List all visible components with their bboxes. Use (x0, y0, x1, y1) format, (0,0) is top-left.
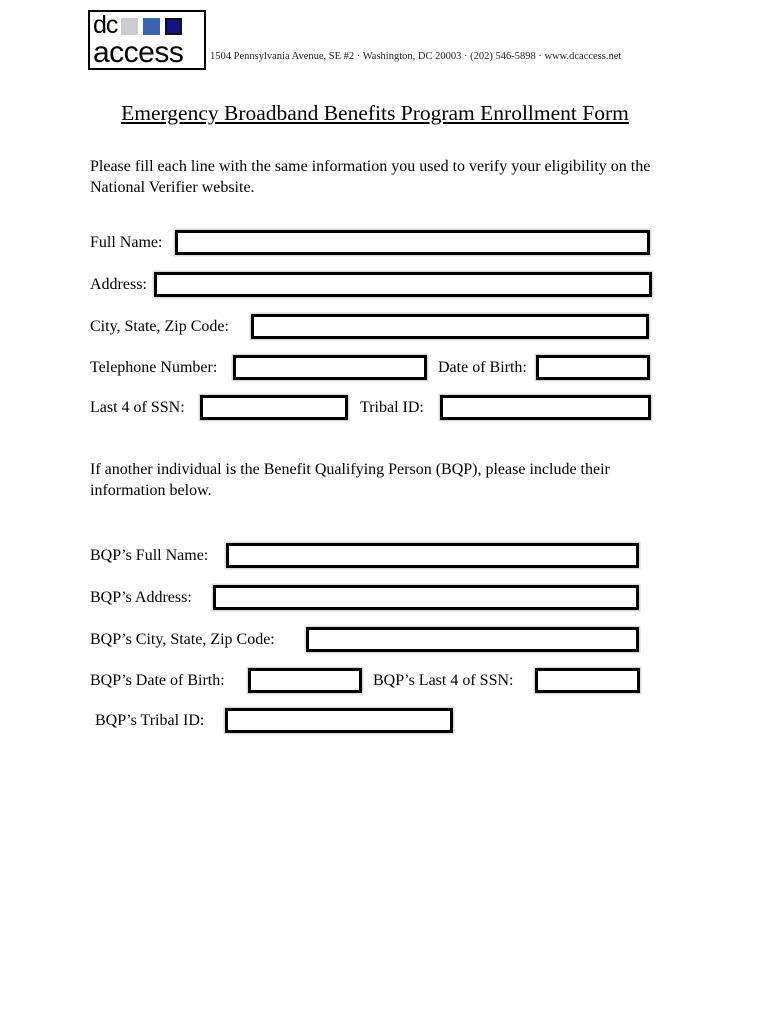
logo-square-blue-icon (143, 17, 161, 35)
ssn-last4-input[interactable] (200, 395, 348, 420)
ssn-last4-label: Last 4 of SSN: (90, 399, 185, 416)
logo-text-dc: dc (93, 11, 118, 39)
bqp-full-name-label: BQP’s Full Name: (90, 547, 209, 564)
bqp-address-input[interactable] (213, 585, 639, 610)
logo-square-navy-icon (165, 17, 183, 35)
bqp-date-of-birth-label: BQP’s Date of Birth: (90, 672, 225, 689)
contact-info-line: 1504 Pennsylvania Avenue, SE #2 · Washin… (210, 51, 622, 62)
logo-text-access: access (93, 36, 184, 69)
bqp-full-name-input[interactable] (226, 543, 639, 568)
tribal-id-input[interactable] (440, 395, 651, 420)
page-title: Emergency Broadband Benefits Program Enr… (121, 101, 629, 125)
dcaccess-logo: dc access (88, 10, 206, 70)
bqp-city-state-zip-label: BQP’s City, State, Zip Code: (90, 631, 275, 648)
date-of-birth-label: Date of Birth: (438, 359, 527, 376)
bqp-date-of-birth-input[interactable] (248, 668, 362, 693)
bqp-intro-paragraph: If another individual is the Benefit Qua… (90, 461, 610, 499)
city-state-zip-input[interactable] (251, 314, 649, 339)
full-name-label: Full Name: (90, 234, 163, 251)
telephone-input[interactable] (233, 355, 427, 380)
address-label: Address: (90, 276, 147, 293)
bqp-tribal-id-label: BQP’s Tribal ID: (95, 712, 205, 729)
address-input[interactable] (154, 272, 652, 297)
logo-squares (121, 17, 183, 35)
bqp-tribal-id-input[interactable] (225, 708, 453, 733)
city-state-zip-label: City, State, Zip Code: (90, 318, 229, 335)
bqp-ssn-last4-label: BQP’s Last 4 of SSN: (373, 672, 514, 689)
logo-square-gray-icon (121, 17, 139, 35)
intro-paragraph: Please fill each line with the same info… (90, 158, 651, 196)
bqp-ssn-last4-input[interactable] (535, 668, 640, 693)
bqp-city-state-zip-input[interactable] (306, 627, 639, 652)
telephone-label: Telephone Number: (90, 359, 218, 376)
bqp-address-label: BQP’s Address: (90, 589, 192, 606)
tribal-id-label: Tribal ID: (360, 399, 424, 416)
date-of-birth-input[interactable] (536, 355, 650, 380)
full-name-input[interactable] (175, 230, 650, 255)
